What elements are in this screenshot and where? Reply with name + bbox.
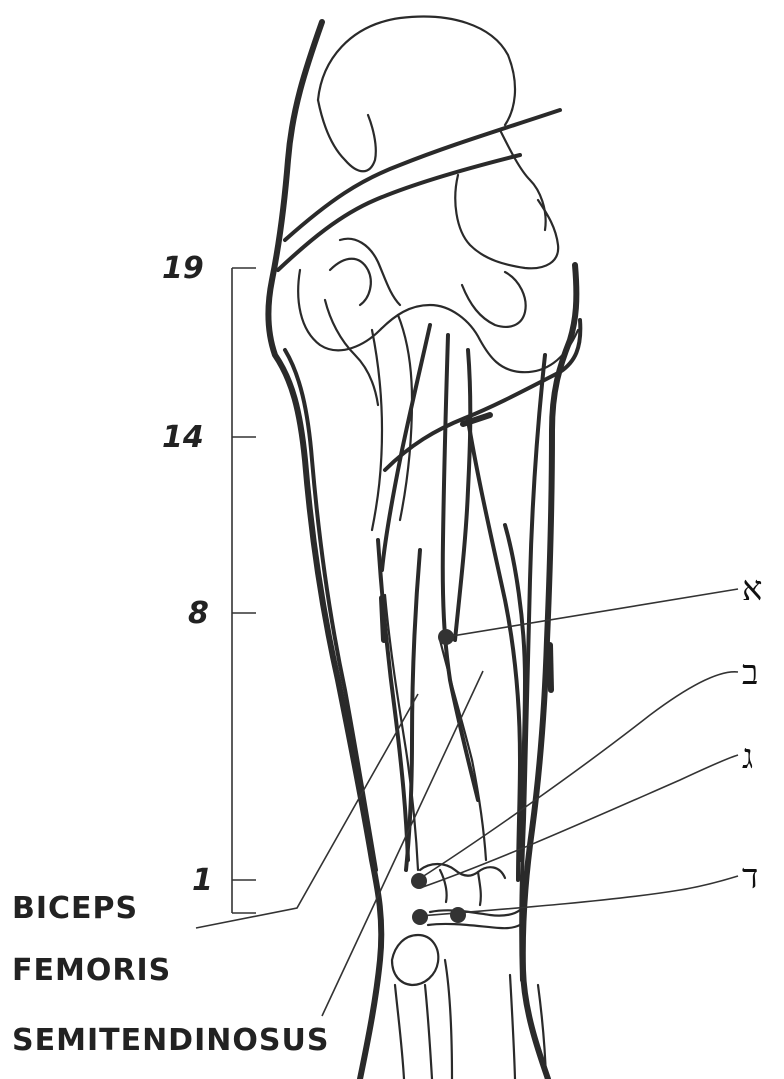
scale-tick-19: 19 [162, 251, 204, 286]
point-label-bet: ב [742, 653, 758, 693]
pelvis-outline [278, 17, 578, 530]
point-label-gimel: ג [742, 737, 753, 777]
label-biceps: BICEPS [12, 891, 138, 926]
point-bet-marker [411, 873, 427, 889]
point-dalet-marker [450, 907, 466, 923]
point-labels: א ב ג ד [742, 569, 762, 897]
point-aleph-marker [438, 629, 454, 645]
leader-lines [196, 589, 738, 1016]
point-label-dalet: ד [742, 857, 758, 897]
scale-tick-8: 8 [188, 596, 209, 631]
scale-bar: 19 14 8 1 [162, 251, 256, 913]
point-gimel-marker [412, 909, 428, 925]
muscle-labels: BICEPS FEMORIS SEMITENDINOSUS [12, 891, 329, 1058]
scale-tick-14: 14 [162, 420, 204, 455]
point-label-aleph: א [742, 569, 762, 609]
scale-tick-1: 1 [192, 863, 213, 898]
label-femoris: FEMORIS [12, 953, 171, 988]
label-semitendinosus: SEMITENDINOSUS [12, 1023, 329, 1058]
